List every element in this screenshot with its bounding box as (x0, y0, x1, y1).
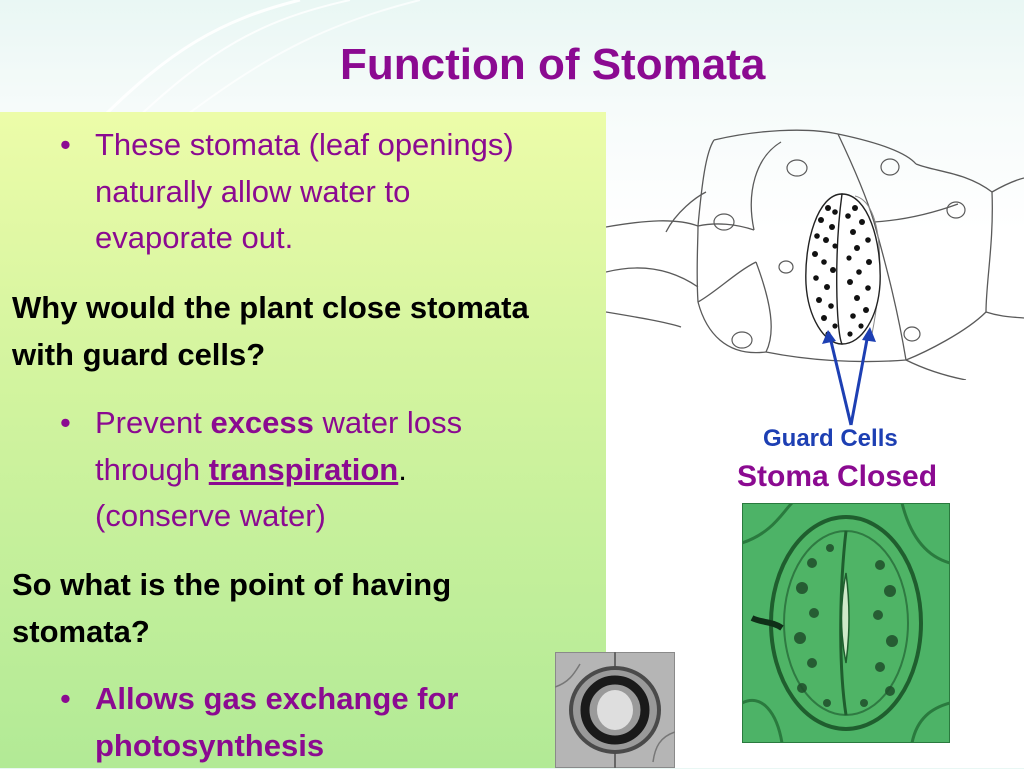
prevent-text: Prevent (95, 405, 211, 440)
content-panel (0, 112, 606, 768)
background-swoosh (98, 0, 421, 120)
bullet-natural-evaporation: • These stomata (leaf openings) naturall… (60, 122, 550, 262)
period-text: . (398, 451, 407, 487)
question-point-of-stomata: So what is the point of having stomata? (12, 567, 452, 649)
slide-title: Function of Stomata (340, 40, 766, 89)
question-why-close: Why would the plant close stomata with g… (12, 290, 529, 372)
bullet-marker: • (60, 681, 71, 716)
excess-text: excess (210, 405, 314, 440)
water-loss-text: water loss through (95, 405, 463, 487)
bullet-marker: • (60, 127, 71, 162)
bullet-text: These stomata (leaf openings) naturally … (95, 127, 514, 255)
stomata-diagram (606, 129, 1024, 380)
closed-stoma-micrograph (742, 503, 950, 743)
conserve-water-text: (conserve water) (95, 498, 326, 533)
guard-cells-label: Guard Cells (763, 425, 898, 452)
bullet-text: Allows gas exchange for photosynthesis (95, 681, 459, 763)
bullet-gas-exchange: • Allows gas exchange for photosynthesis (60, 676, 565, 769)
bullet-marker: • (60, 405, 71, 440)
open-stoma-micrograph (555, 652, 675, 768)
stoma-closed-label: Stoma Closed (737, 460, 938, 493)
bullet-prevent-water-loss: • Prevent excess water loss through tran… (60, 400, 565, 540)
transpiration-term: transpiration (208, 451, 399, 487)
